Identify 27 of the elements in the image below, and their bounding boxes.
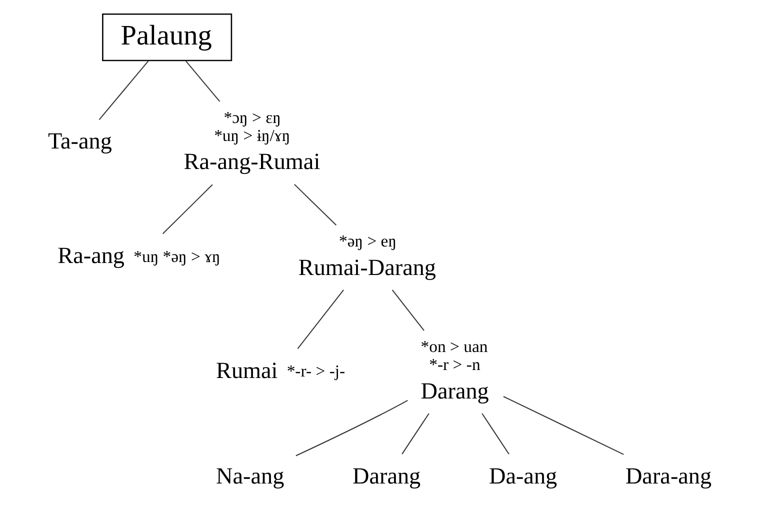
node-text: Rumai (216, 357, 278, 384)
node-label: *əŋ > eŋ (338, 230, 397, 250)
node-label: *-r- > -j- (286, 360, 346, 380)
node-text: Ra-ang-Rumai (184, 148, 320, 175)
node-text: Ra-ang (58, 242, 125, 269)
connector (294, 183, 337, 226)
node-label: *on > uan (420, 336, 488, 356)
node-text: Na-ang (216, 462, 284, 489)
node-text: Rumai-Darang (298, 254, 436, 280)
connector (185, 60, 220, 102)
node-text: Ta-ang (48, 128, 112, 154)
node-text: Da-ang (488, 462, 558, 489)
node-box: Palaung (102, 13, 232, 61)
connector (503, 396, 624, 454)
connector (392, 289, 424, 330)
node-text: Dara-ang (625, 462, 712, 489)
node-text: Darang (420, 378, 489, 404)
connector (402, 412, 430, 454)
connector (297, 289, 344, 348)
node-label: *-r > -n (429, 354, 480, 374)
connector (98, 60, 149, 120)
connector (162, 184, 213, 234)
node-label: *uŋ *əŋ > ɤŋ (134, 246, 220, 266)
node-label: *ɔŋ > ɛŋ (224, 107, 281, 126)
connector (296, 399, 408, 456)
node-text: Darang (352, 462, 421, 489)
connector (482, 412, 510, 454)
